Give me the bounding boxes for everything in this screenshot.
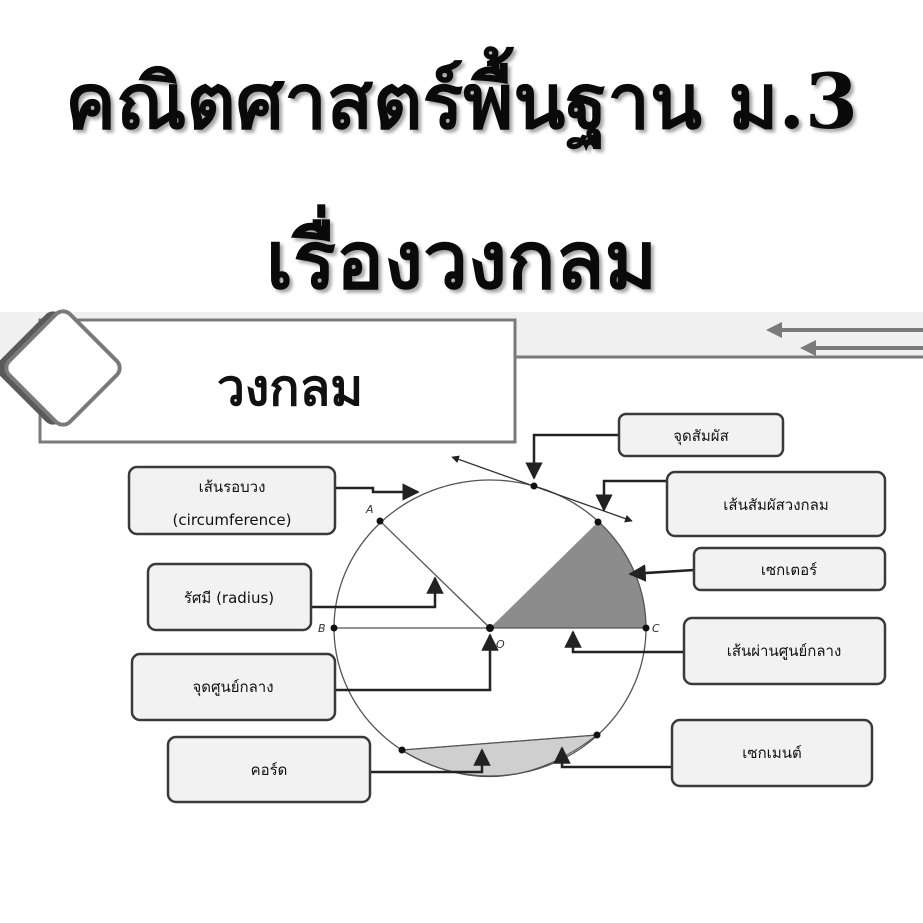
connector-circumference [335,483,420,501]
radius-label: รัศมี (radius) [184,589,274,607]
circumference-box: เส้นรอบวง (circumference) [127,465,337,536]
connector-radius [311,576,444,609]
segment-box: เซกเมนต์ [670,718,874,788]
sector-region [490,522,646,628]
segment-label: เซกเมนต์ [742,744,801,762]
radius-line [379,520,491,629]
point-label-a: A [365,503,374,516]
label-boxes: จุดสัมผัส เส้นสัมผัสวงกลม เส้นรอบวง (cir… [127,412,887,804]
sector-point [594,518,602,526]
circle-figure: A B O C [318,455,660,778]
center-box: จุดศูนย์กลาง [130,652,337,722]
banner-arrowhead-2 [800,340,816,356]
circle-diagram: วงกลม A B O C [0,309,923,804]
connector-diameter [564,630,684,654]
circumference-label-th: เส้นรอบวง [199,478,266,496]
radius-box: รัศมี (radius) [146,562,313,632]
connector-center [335,633,499,692]
section-banner: วงกลม [0,309,923,444]
chord-point-left [398,746,406,754]
circumference-label-en: (circumference) [173,511,292,529]
point-a [376,517,384,525]
point-b [330,624,338,632]
section-heading: วงกลม [217,358,363,417]
chord-point-right [593,731,601,739]
connector-segment [553,746,672,769]
sector-box: เซกเตอร์ [692,546,887,592]
point-c [642,624,650,632]
sector-label: เซกเตอร์ [761,561,817,579]
point-label-b: B [318,622,326,635]
point-label-o: O [496,638,505,651]
title-line-2: เรื่องวงกลม [265,213,658,307]
point-label-c: C [652,622,660,635]
center-label: จุดศูนย์กลาง [192,678,273,697]
tangent-point-box: จุดสัมผัส [617,412,785,458]
chord-label: คอร์ด [251,761,288,779]
diameter-label: เส้นผ่านศูนย์กลาง [727,642,842,660]
title-line-1: คณิตศาสตร์พื้นฐาน ม.3 [65,57,858,146]
connector-tangent-point [525,433,619,480]
tangent-line-box: เส้นสัมผัสวงกลม [665,470,887,538]
tangent-line-label: เส้นสัมผัสวงกลม [723,496,828,514]
connector-sector [628,564,695,582]
connectors [311,433,695,774]
banner-arrowhead-1 [766,322,782,338]
diameter-box: เส้นผ่านศูนย์กลาง [682,616,887,686]
connector-tangent-line [595,479,667,512]
point-o [486,624,494,632]
tangent-point [530,482,538,490]
connector-chord [370,748,491,774]
tangent-point-label: จุดสัมผัส [673,427,729,446]
chord-line [401,734,598,751]
chord-box: คอร์ด [166,735,372,804]
